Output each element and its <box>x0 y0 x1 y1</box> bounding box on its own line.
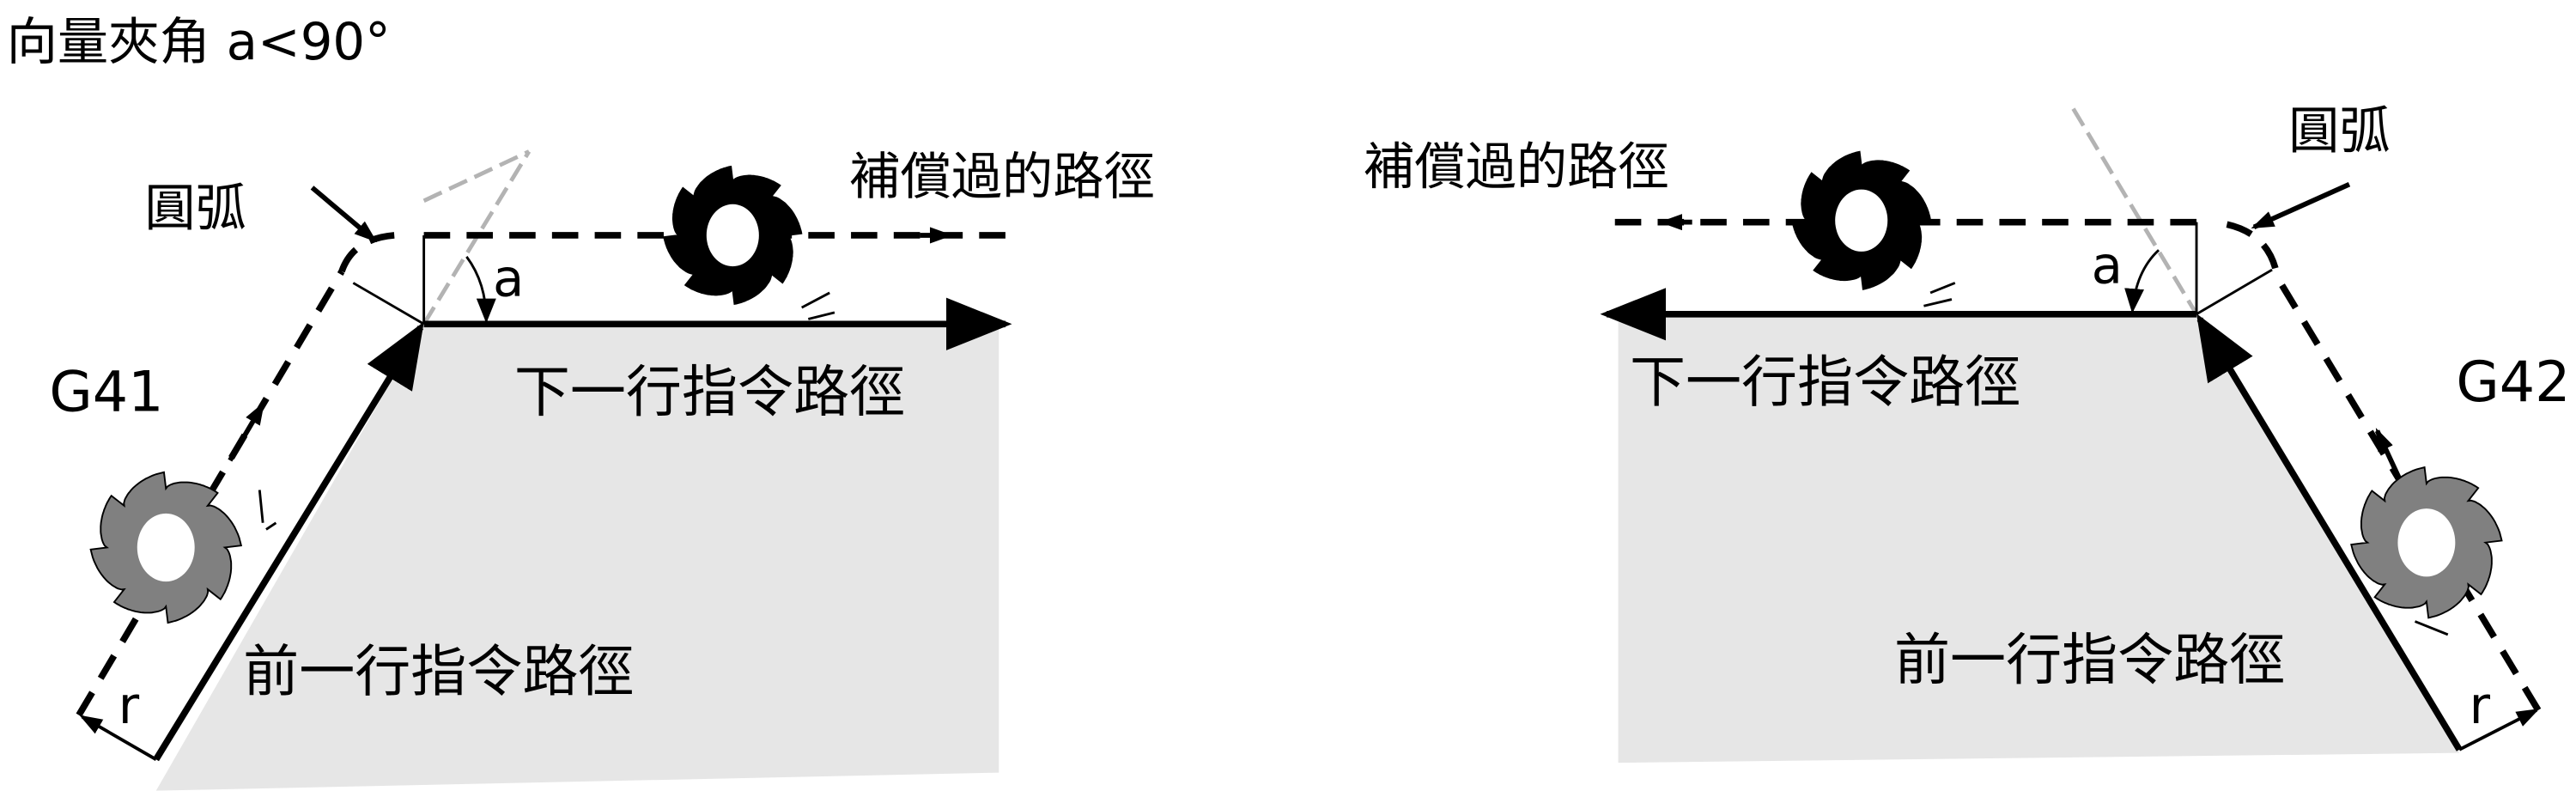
workpiece <box>1618 313 2460 764</box>
chip-marks <box>801 291 835 320</box>
mode-label: G41 <box>49 361 163 425</box>
compensated-path-label: 補償過的路徑 <box>1364 137 1669 197</box>
radius-arrow <box>79 715 157 761</box>
extension-line <box>2071 107 2199 316</box>
arc-pointer-arrow <box>310 186 378 243</box>
cutter-hole <box>2397 508 2456 577</box>
arc-label: 圓弧 <box>144 178 246 237</box>
compensated-path-label: 補償過的路徑 <box>849 147 1155 206</box>
cutter-icon <box>1791 150 1931 290</box>
cutter-icon <box>2350 465 2503 619</box>
arc-pointer-arrow <box>2251 182 2351 230</box>
arc-label: 圓弧 <box>2288 101 2391 161</box>
corner-arc <box>2212 218 2279 270</box>
g42-diagram: a 圓弧 補償過的路徑 下一行指令路徑 G42 前一行指令路徑 r <box>1364 101 2571 764</box>
normal-line <box>352 282 425 326</box>
radius-label: r <box>118 676 140 735</box>
g41-diagram: a 圓弧 補償過的路徑 下一行指令路徑 G41 前一行指令路徑 r <box>49 147 1155 791</box>
normal-line <box>2196 268 2273 316</box>
chip-marks <box>2414 620 2449 636</box>
direction-arrow <box>228 401 265 462</box>
prev-path-line <box>2196 313 2463 751</box>
radius-label: r <box>2470 676 2491 735</box>
cutter-hole <box>137 513 195 582</box>
cutter-icon <box>663 165 803 306</box>
page-title: 向量夾角 a<90° <box>7 12 391 71</box>
workpiece <box>155 324 999 791</box>
next-path-label: 下一行指令路徑 <box>1630 350 2020 415</box>
chip-marks <box>258 490 277 531</box>
angle-arc <box>2124 249 2160 313</box>
angle-arc <box>465 255 496 324</box>
corner-arc <box>338 232 395 273</box>
cutter-icon <box>89 471 243 624</box>
prev-path-label: 前一行指令路徑 <box>1894 629 2285 693</box>
direction-arrow <box>2374 428 2401 478</box>
chip-marks <box>1923 282 1956 307</box>
next-path-label: 下一行指令路徑 <box>514 361 905 425</box>
prev-path-line <box>153 321 424 762</box>
cutter-hole <box>706 204 759 267</box>
angle-label: a <box>2092 235 2123 295</box>
prev-path-label: 前一行指令路徑 <box>243 640 634 704</box>
mode-label: G42 <box>2456 350 2570 415</box>
extension-line <box>422 149 531 203</box>
radius-arrow <box>2458 709 2540 751</box>
cutter-hole <box>1835 189 1888 252</box>
angle-label: a <box>493 249 524 308</box>
